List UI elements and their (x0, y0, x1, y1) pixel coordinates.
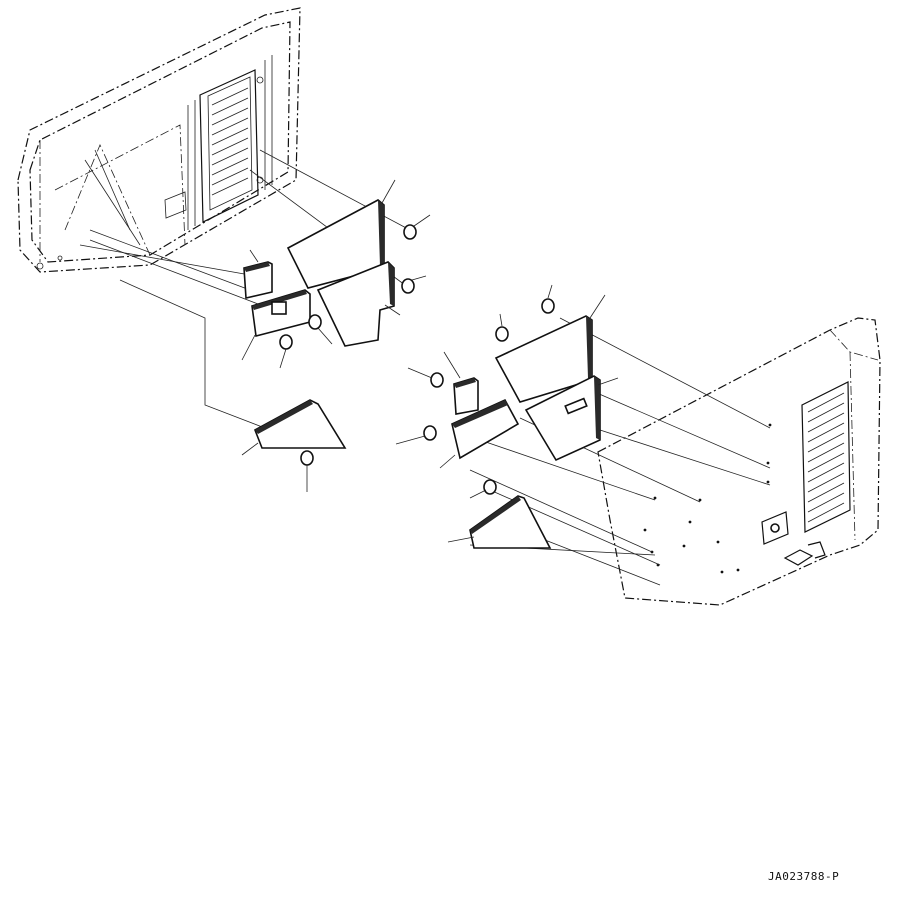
left-cover-panel (17, 7, 301, 273)
right-grille (801, 381, 851, 533)
left-pad-with-hole (241, 289, 311, 361)
right-cover-panel (597, 317, 881, 606)
left-pad-small-square (243, 249, 273, 299)
left-pad-triangle (241, 399, 347, 456)
left-grille (187, 55, 273, 230)
lock-icon (761, 511, 789, 545)
right-pad-large-upper (494, 294, 606, 403)
right-pad-small-square (443, 351, 479, 415)
left-washers (279, 214, 431, 492)
left-pad-shaped (316, 261, 401, 347)
right-pad-medium (439, 398, 520, 469)
drawing-reference-code: JA023788-P (768, 870, 840, 883)
right-pad-with-slot (524, 375, 619, 462)
latch-bracket (783, 541, 826, 566)
right-panel-holes (643, 423, 772, 574)
left-pad-large-upper (286, 179, 396, 289)
right-washers (395, 284, 555, 499)
right-pad-triangle (447, 495, 552, 549)
